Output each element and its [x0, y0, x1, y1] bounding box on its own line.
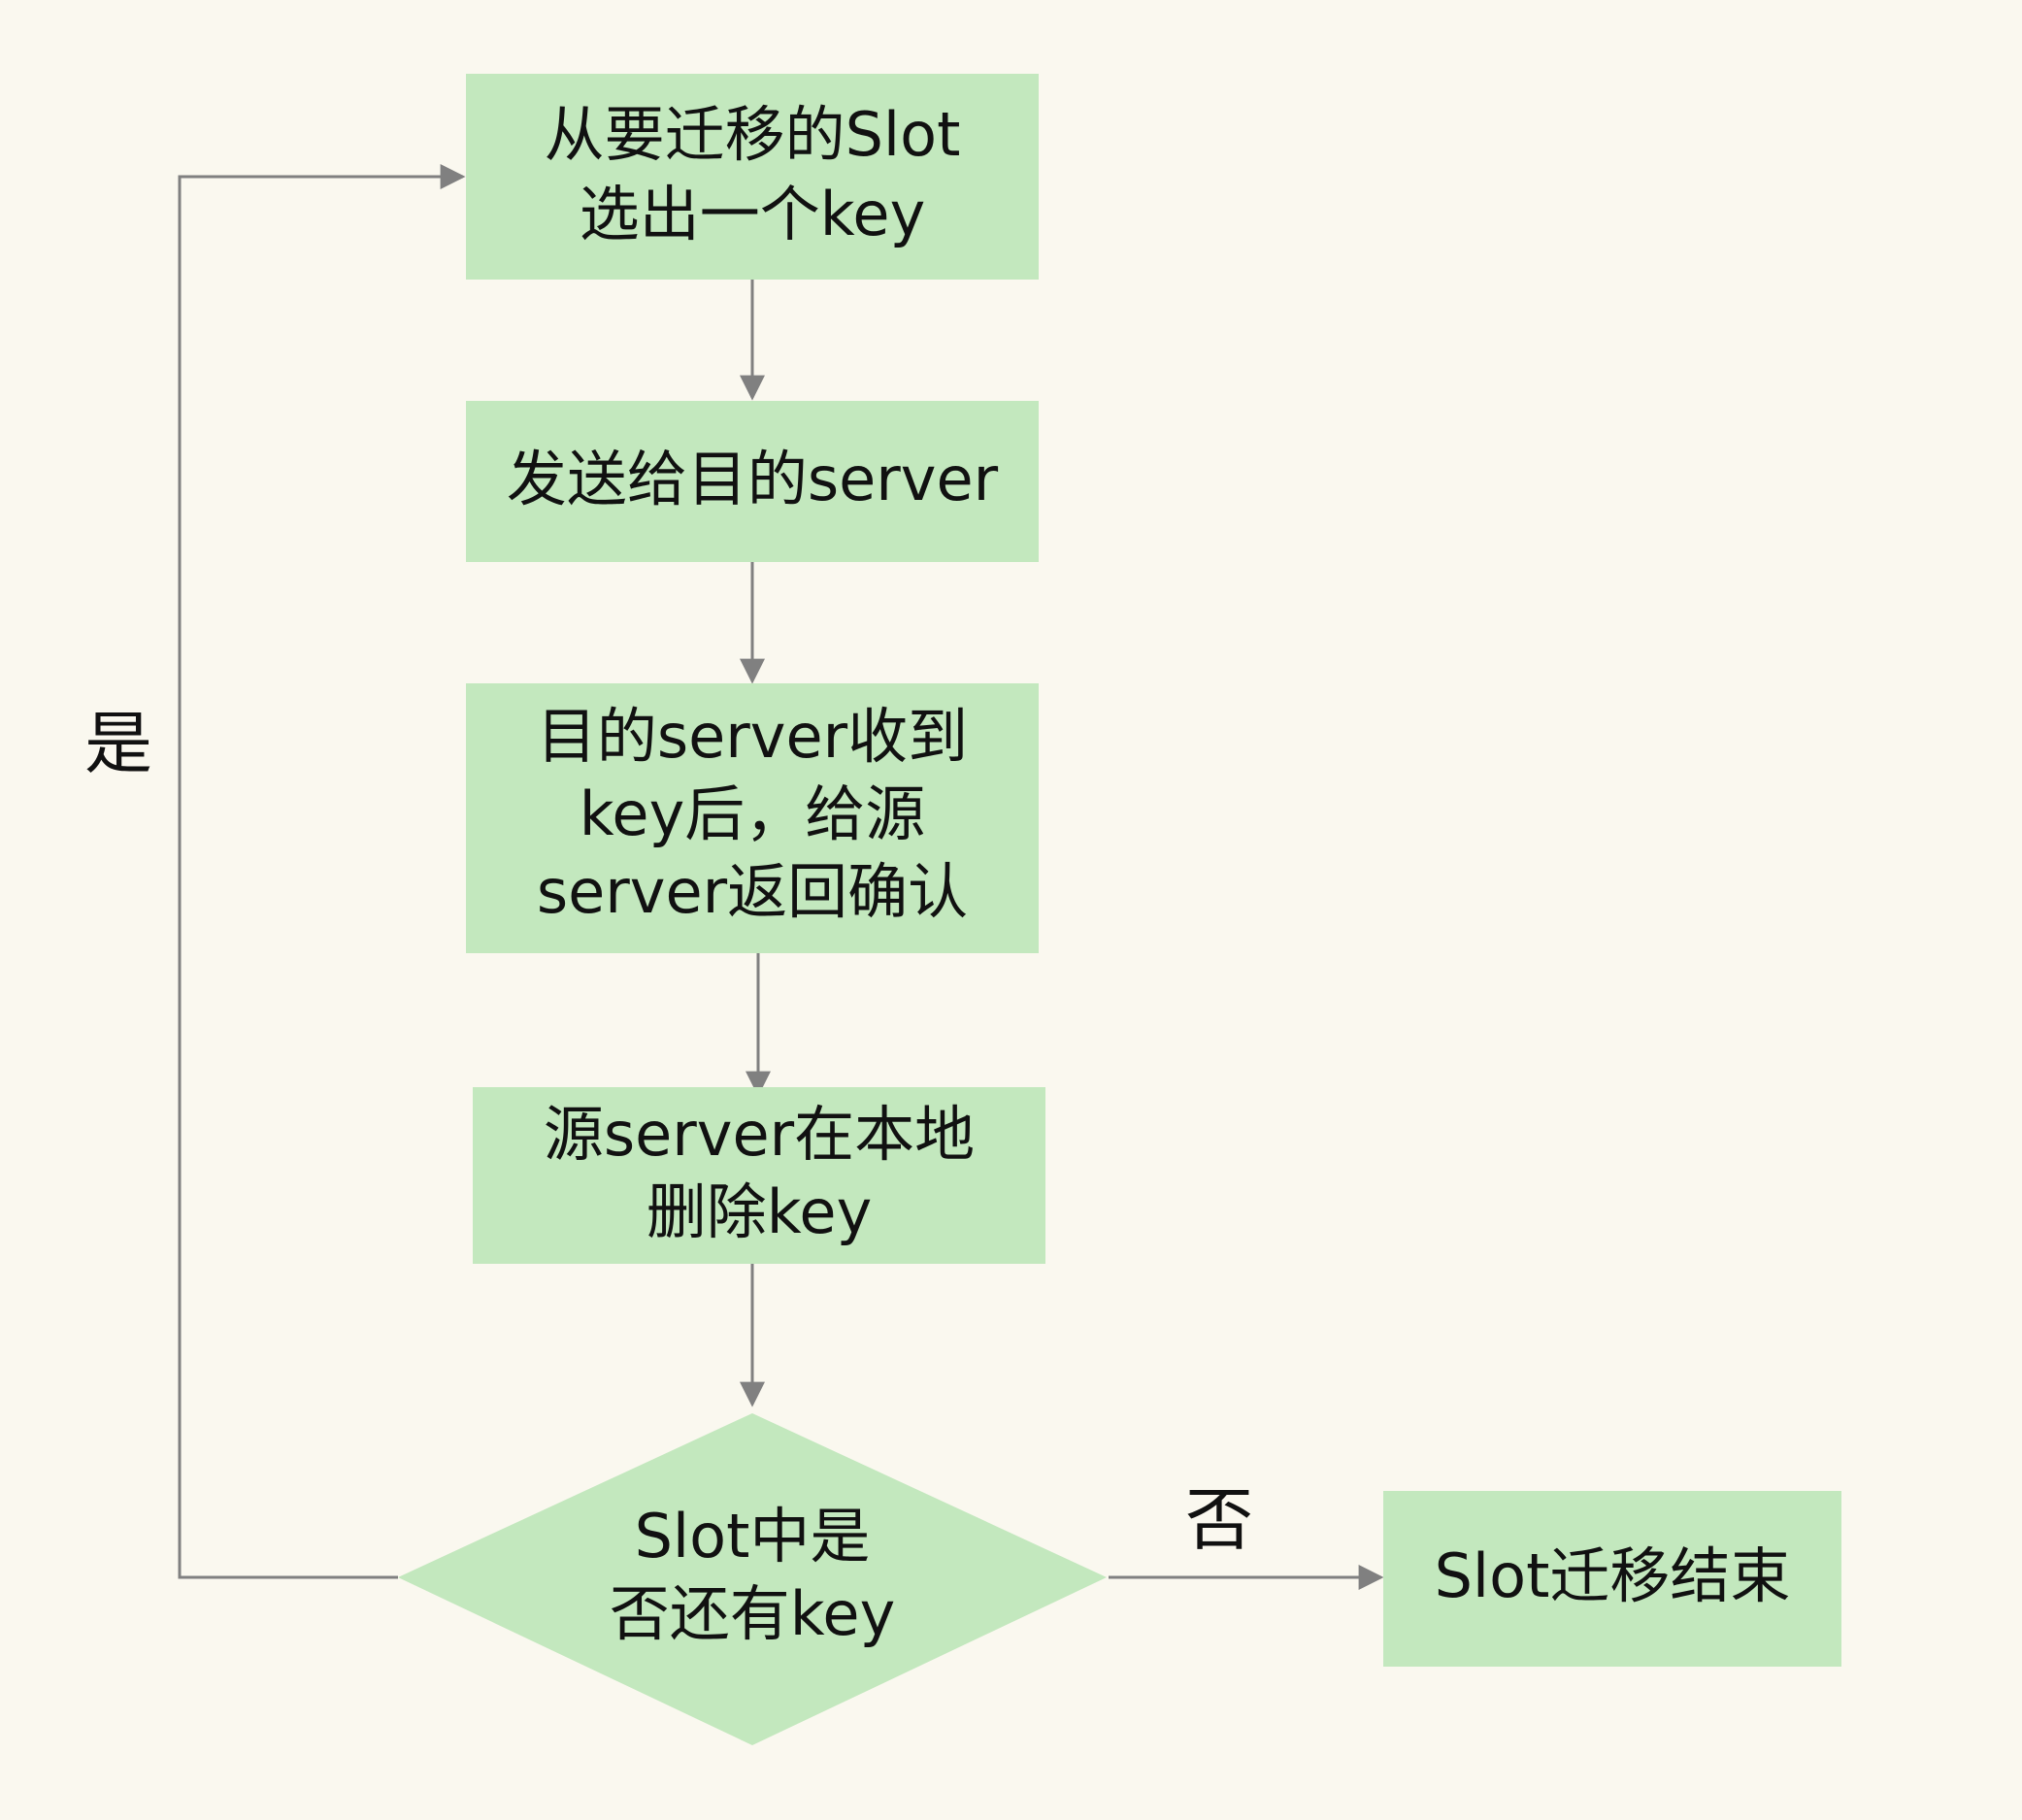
connectors	[178, 164, 1384, 1590]
arrow-yes-loop	[178, 164, 466, 1579]
node-delete: 源server在本地 删除key	[473, 1087, 1045, 1264]
node-end-box	[1383, 1491, 1841, 1667]
node-ack-line2: key后，给源	[580, 778, 926, 849]
node-ack-line1: 目的server收到	[537, 701, 968, 772]
node-decision: Slot中是 否还有key	[398, 1413, 1107, 1745]
node-ack: 目的server收到 key后，给源 server返回确认	[466, 683, 1039, 953]
node-ack-box	[466, 683, 1039, 953]
edge-label-yes: 是	[84, 704, 152, 783]
node-delete-box	[473, 1087, 1045, 1264]
node-delete-line2: 删除key	[646, 1176, 873, 1247]
node-decision-line1: Slot中是	[635, 1501, 871, 1572]
node-select-key-box	[466, 74, 1039, 280]
node-send: 发送给目的server	[466, 401, 1039, 562]
node-send-box	[466, 401, 1039, 562]
node-delete-line1: 源server在本地	[544, 1099, 975, 1170]
node-select-key-line1: 从要迁移的Slot	[545, 99, 961, 170]
node-select-key-line2: 选出一个key	[580, 179, 926, 249]
node-decision-diamond	[398, 1413, 1107, 1745]
node-end-line1: Slot迁移结束	[1435, 1540, 1791, 1611]
node-decision-line2: 否还有key	[610, 1578, 896, 1649]
node-end: Slot迁移结束	[1383, 1491, 1841, 1667]
node-select-key: 从要迁移的Slot 选出一个key	[466, 74, 1039, 280]
node-send-line1: 发送给目的server	[507, 444, 999, 514]
node-ack-line3: server返回确认	[537, 856, 968, 927]
edge-label-no: 否	[1185, 1480, 1253, 1560]
